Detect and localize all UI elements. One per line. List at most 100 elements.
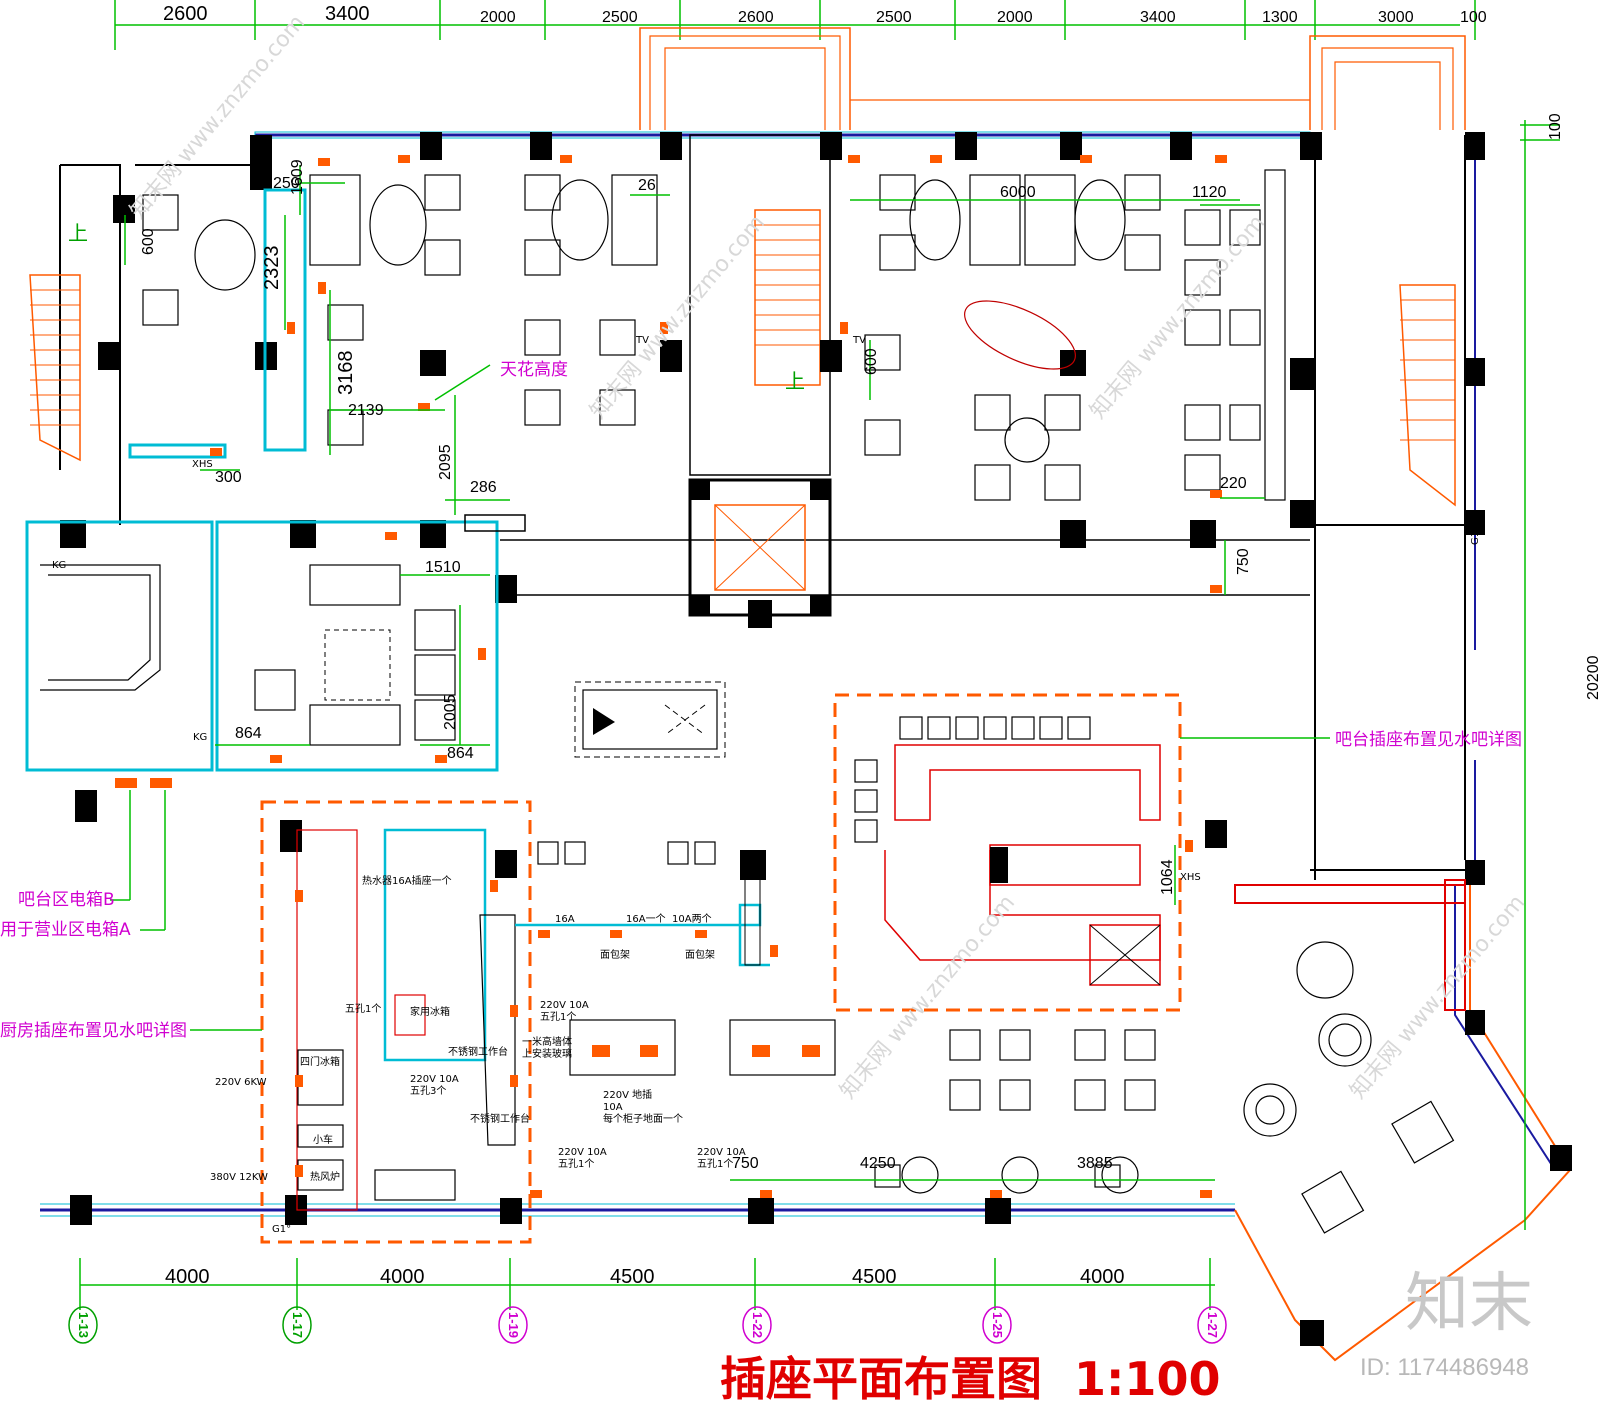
wukong3-label: 五孔3个: [410, 1085, 446, 1097]
watermark-site-3: 知末网 www.znzmo.com: [1085, 211, 1270, 424]
glass-label-1: 一米高墙体: [522, 1035, 572, 1048]
dim-2323: 2323: [261, 246, 283, 291]
bar-counter: [833, 693, 1182, 1012]
axis-1-27: 1-27: [1205, 1312, 1220, 1338]
kg-label-2: KG: [193, 732, 207, 743]
v220c-label: 220V 10A: [558, 1147, 607, 1158]
floor-socket-1: 220V 地插: [603, 1088, 652, 1101]
dim-1510: 1510: [425, 559, 461, 576]
bread-rack-2: 面包架: [685, 948, 715, 961]
private-room-center: [215, 520, 499, 772]
small-labels: XHS XHS G1° 热水器16A插座一个 16A 16A一个 10A两个 面…: [192, 459, 1201, 1235]
s220-10a-label: 220V 10A: [540, 1000, 589, 1011]
dim-3885: 3885: [1077, 1155, 1113, 1172]
dim-1120: 1120: [1192, 184, 1227, 201]
watermark-site-4: 知末网 www.znzmo.com: [835, 891, 1020, 1104]
top-dim-2: 3400: [325, 3, 370, 25]
wukong1c-label: 五孔1个: [697, 1158, 733, 1170]
right-mark-100: 100: [1547, 113, 1564, 140]
v6kw-label: 220V 6KW: [215, 1077, 267, 1088]
top-dim-11: 100: [1460, 9, 1487, 26]
kg-label-1: KG: [52, 560, 66, 571]
top-dim-1: 2600: [163, 3, 208, 25]
tv-label-1: TV: [635, 335, 649, 346]
dining-sets: [537, 841, 1156, 1194]
floor-socket-2: 10A: [603, 1102, 623, 1113]
v220b-label: 220V 10A: [410, 1074, 459, 1085]
top-dim-10: 3000: [1378, 9, 1414, 26]
axis-1-19: 1-19: [506, 1312, 521, 1338]
business-box-a-note: 用于营业区电箱A: [0, 920, 131, 940]
top-dim-7: 2000: [997, 9, 1033, 26]
dim-2095: 2095: [437, 444, 454, 480]
bar-socket-note: 吧台插座布置见水吧详图: [1335, 730, 1522, 750]
dim-1064: 1064: [1159, 859, 1176, 895]
steel-table-2: 不锈钢工作台: [470, 1112, 530, 1125]
top-dim-5: 2600: [738, 9, 774, 26]
dim-2005: 2005: [442, 694, 459, 730]
s16a1-label: 16A一个: [626, 913, 666, 925]
watermark-brand: 知末: [1405, 1267, 1533, 1341]
ceiling-height-note: 天花高度: [500, 360, 568, 380]
reception-decor: [1234, 879, 1466, 1234]
dim-250: 250: [273, 175, 300, 192]
leader-lines: [110, 737, 1330, 1031]
top-dim-3: 2000: [480, 9, 516, 26]
right-edge-marks: 100 20200 G1°: [1470, 113, 1600, 1230]
right-mark-g1: G1°: [1470, 526, 1481, 545]
xhs-label-1: XHS: [192, 459, 213, 470]
top-dim-8: 3400: [1140, 9, 1176, 26]
kitchen-socket-note: 厨房插座布置见水吧详图: [0, 1021, 187, 1041]
oven-label: 热风炉: [310, 1170, 340, 1183]
stairs-center: 上: [689, 134, 831, 476]
axis-1-22: 1-22: [750, 1312, 765, 1338]
wukong1b-label: 五孔1个: [558, 1158, 594, 1170]
axis-1-25: 1-25: [990, 1312, 1005, 1338]
bread-rack-1: 面包架: [600, 948, 630, 961]
up-label-center: 上: [785, 369, 805, 393]
top-dim-6: 2500: [876, 9, 912, 26]
pool-table: [574, 681, 726, 758]
g1-label: G1°: [272, 1224, 291, 1235]
glass-label-2: 上安装玻璃: [522, 1047, 572, 1060]
wukong-label: 五孔1个: [345, 1003, 381, 1015]
v220d-label: 220V 10A: [697, 1147, 746, 1158]
kitchen-area: [260, 800, 770, 1244]
dim-750-bottom: 750: [732, 1155, 759, 1172]
cart-label: 小车: [313, 1133, 333, 1146]
axis-1-17: 1-17: [290, 1312, 305, 1338]
right-mark-20200: 20200: [1585, 655, 1600, 700]
xhs-label-2: XHS: [1180, 872, 1201, 883]
steel-table-1: 不锈钢工作台: [448, 1045, 508, 1058]
watermark-image-id: ID: 1174486948: [1360, 1354, 1529, 1381]
bottom-dim-1: 4000: [165, 1266, 210, 1288]
bottom-dim-4: 4500: [852, 1266, 897, 1288]
dim-220: 220: [1220, 475, 1247, 492]
top-dimension-line: 2600 3400 2000 2500 2600 2500 2000 3400 …: [114, 0, 1487, 50]
bar-box-b-note: 吧台区电箱B: [18, 890, 115, 910]
top-dim-9: 1300: [1262, 9, 1298, 26]
lounge-furniture: [142, 169, 1286, 501]
dim-864-left: 864: [235, 725, 262, 742]
axis-markers: 1-13 1-17 1-19 1-22 1-25 1-27: [68, 1306, 1227, 1344]
watermark-site-5: 知末网 www.znzmo.com: [1345, 891, 1530, 1104]
stairs-right: [1399, 284, 1456, 507]
dim-750-right: 750: [1235, 548, 1252, 575]
bottom-dimension-line: 4000 4000 4500 4500 4000: [79, 1258, 1215, 1310]
dim-600-right: 600: [863, 348, 880, 375]
v12kw-label: 380V 12KW: [210, 1172, 268, 1183]
up-label-left: 上: [68, 221, 88, 245]
fridge-label: 家用冰箱: [410, 1005, 450, 1018]
bottom-dim-5: 4000: [1080, 1266, 1125, 1288]
structural-columns: [60, 132, 1572, 1346]
dim-3168: 3168: [335, 351, 357, 396]
dim-600-left: 600: [140, 228, 157, 255]
dim-1609: 1609: [289, 159, 306, 195]
entrance-canopy: [639, 27, 1466, 130]
s16a-label: 16A: [555, 914, 575, 925]
heater-label: 热水器16A插座一个: [362, 874, 452, 887]
axis-1-13: 1-13: [76, 1312, 91, 1338]
tv-label-2: TV: [852, 335, 866, 346]
dim-286: 286: [470, 479, 497, 496]
partition-upper-left: [128, 188, 526, 532]
